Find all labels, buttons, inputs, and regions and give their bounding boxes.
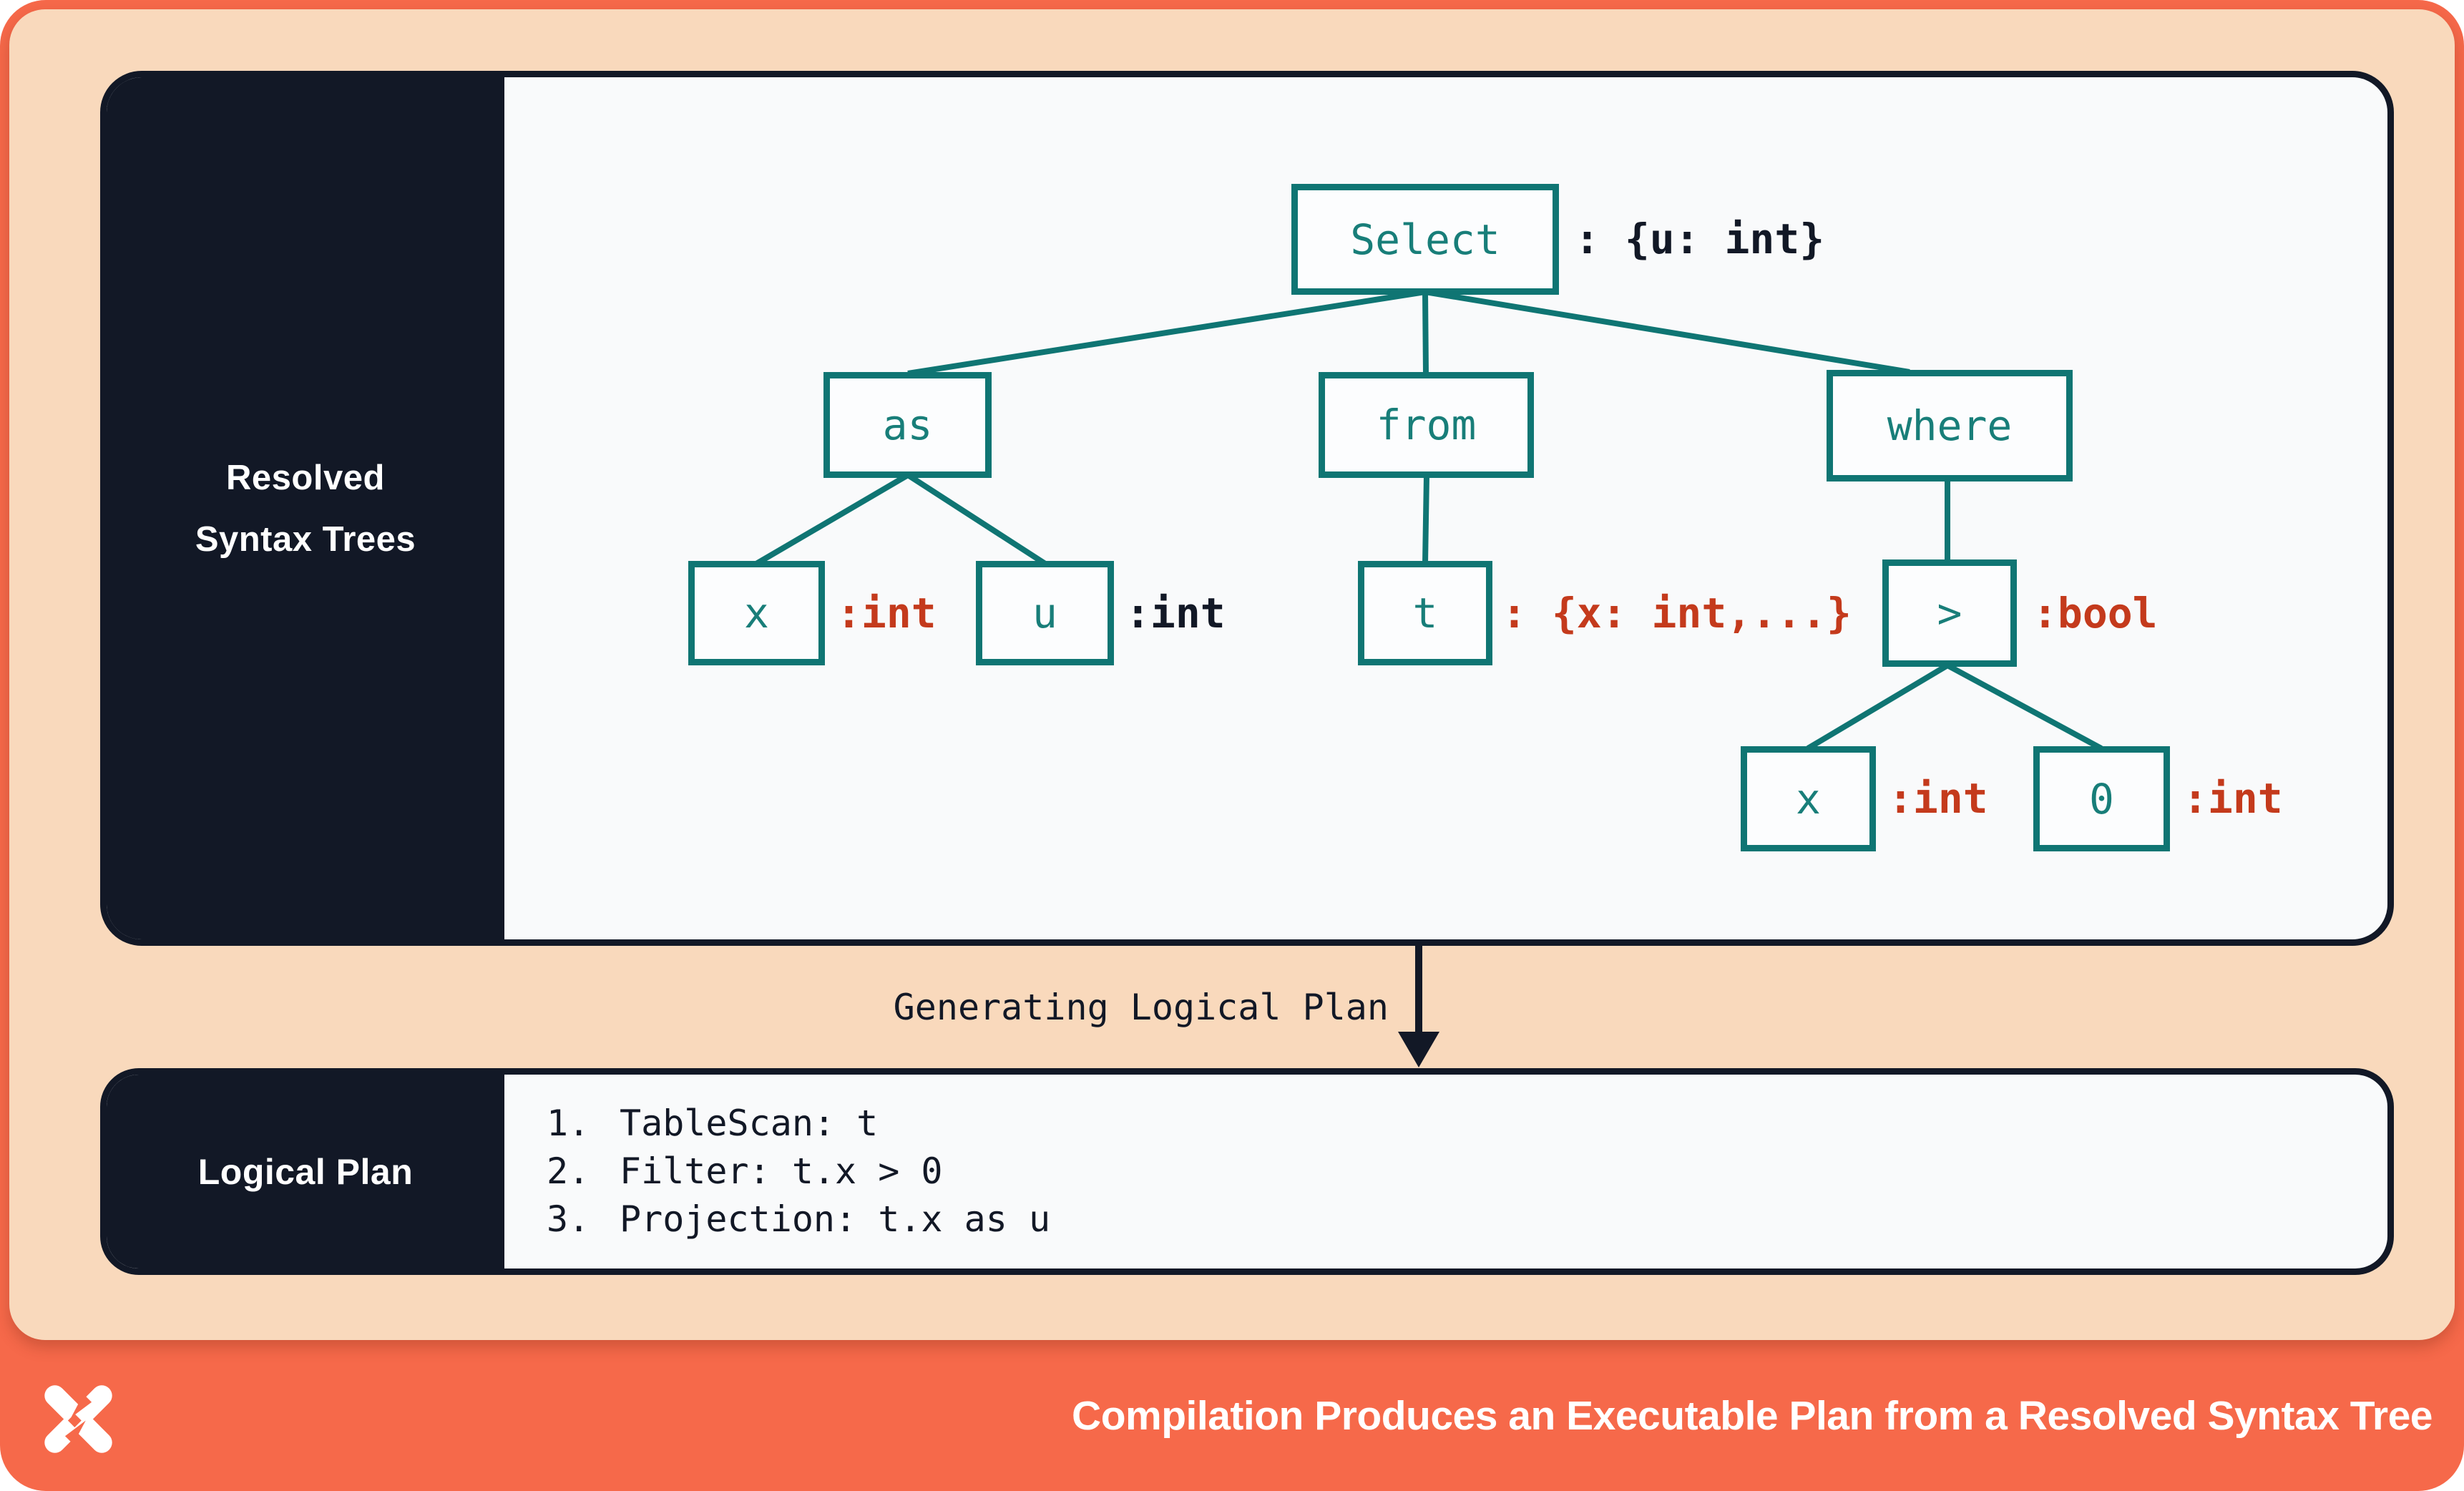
step-3-text: Projection: t.x as u xyxy=(620,1198,1051,1240)
tree-node-where-label: where xyxy=(1887,401,2013,450)
tree-node-gt-label: > xyxy=(1937,589,1962,637)
tree-node-x-filter: x xyxy=(1741,746,1876,851)
down-arrow-line xyxy=(1415,946,1422,1035)
brand-x-logo-icon xyxy=(44,1385,112,1453)
tree-node-select: Select xyxy=(1291,184,1559,295)
logical-plan-steps: 1. TableScan: t 2. Filter: t.x > 0 3. Pr… xyxy=(547,1075,2373,1268)
annotation-x-as-type: :int xyxy=(836,589,937,637)
resolved-syntax-trees-panel: Resolved Syntax Trees Select : {u: int} … xyxy=(100,71,2394,946)
annotation-t-type: : {x: int,...} xyxy=(1502,589,1852,637)
logical-plan-step-1: 1. TableScan: t xyxy=(547,1100,2373,1148)
tree-node-x-filter-label: x xyxy=(1796,774,1821,823)
tree-node-select-label: Select xyxy=(1350,215,1500,264)
step-2-number: 2. xyxy=(547,1150,590,1192)
step-1-text: TableScan: t xyxy=(620,1103,879,1144)
tree-node-zero: 0 xyxy=(2033,746,2170,851)
tree-node-x-as-label: x xyxy=(744,589,769,637)
tree-node-u-label: u xyxy=(1032,589,1057,637)
tree-edges xyxy=(754,289,2103,751)
step-1-number: 1. xyxy=(547,1103,590,1144)
resolved-panel-sidebar: Resolved Syntax Trees xyxy=(107,77,504,939)
transition-label: Generating Logical Plan xyxy=(893,987,1389,1028)
resolved-panel-title-line2: Syntax Trees xyxy=(195,519,416,559)
tree-node-t: t xyxy=(1358,561,1492,665)
resolved-panel-title: Resolved Syntax Trees xyxy=(195,447,416,570)
tree-node-from: from xyxy=(1319,372,1534,478)
tree-node-as-label: as xyxy=(882,401,933,449)
annotation-gt-type: :bool xyxy=(2033,589,2158,637)
logical-plan-step-2: 2. Filter: t.x > 0 xyxy=(547,1148,2373,1196)
tree-node-from-label: from xyxy=(1376,401,1477,449)
tree-node-zero-label: 0 xyxy=(2089,774,2114,823)
resolved-panel-title-line1: Resolved xyxy=(226,458,385,497)
annotation-zero-type: :int xyxy=(2183,774,2283,823)
annotation-u-type: :int xyxy=(1125,589,1226,637)
logical-plan-step-3: 3. Projection: t.x as u xyxy=(547,1196,2373,1243)
logical-plan-title: Logical Plan xyxy=(197,1151,414,1192)
tree-node-gt: > xyxy=(1882,559,2017,667)
annotation-x-filter-type: :int xyxy=(1888,774,1988,823)
footer-title: Compilation Produces an Executable Plan … xyxy=(1072,1392,2433,1439)
down-arrow-head xyxy=(1398,1032,1439,1067)
tree-node-as: as xyxy=(823,372,992,478)
tree-node-t-label: t xyxy=(1412,589,1438,637)
tree-node-where: where xyxy=(1827,370,2073,481)
footer: Compilation Produces an Executable Plan … xyxy=(0,1340,2464,1491)
tree-node-u: u xyxy=(976,561,1114,665)
step-3-number: 3. xyxy=(547,1198,590,1240)
annotation-select-type: : {u: int} xyxy=(1575,215,1825,263)
step-2-text: Filter: t.x > 0 xyxy=(620,1150,943,1192)
logical-plan-sidebar: Logical Plan xyxy=(107,1075,504,1268)
logical-plan-panel: Logical Plan 1. TableScan: t 2. Filter: … xyxy=(100,1068,2394,1275)
tree-node-x-as: x xyxy=(688,561,825,665)
